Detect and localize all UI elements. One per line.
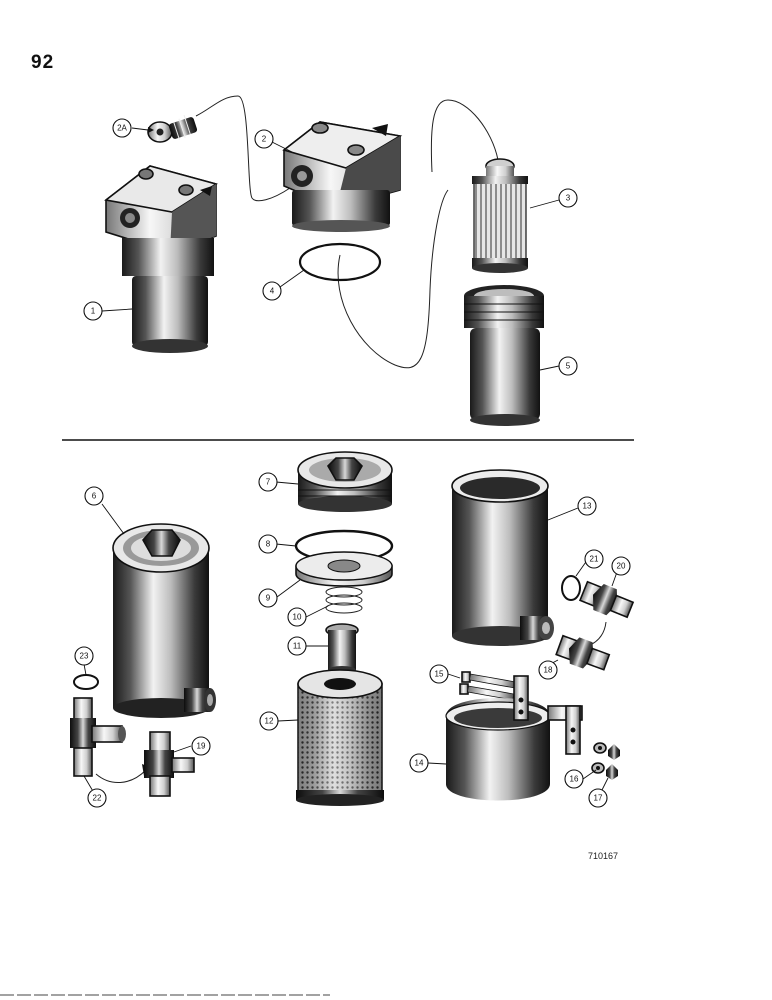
svg-text:8: 8	[266, 540, 271, 549]
callout-11: 11	[287, 636, 307, 656]
part-22-tee-fitting	[70, 697, 126, 777]
part-9-retainer-plate	[295, 551, 393, 587]
page-number: 92	[31, 52, 55, 73]
leader-20	[611, 571, 618, 587]
leader-9	[276, 579, 301, 598]
part-7-filter-cap	[297, 451, 393, 512]
figure-code: 710167	[588, 851, 619, 861]
callout-10: 10	[287, 607, 307, 627]
callout-20: 20	[611, 556, 631, 576]
part-21-o-ring	[561, 575, 581, 601]
part-10-spring	[325, 586, 363, 614]
part-6-filter-housing	[112, 523, 216, 718]
svg-text:6: 6	[92, 492, 97, 501]
callout-7: 7	[258, 472, 278, 492]
callout-4: 4	[262, 281, 282, 301]
part-2-filter-head	[282, 121, 403, 232]
leader-5	[539, 365, 560, 371]
part-23-o-ring	[73, 674, 99, 690]
part-16-17-washers-nuts	[591, 742, 620, 780]
part-2a-bleed-screw	[147, 114, 198, 143]
callout-23: 23	[74, 646, 94, 666]
part-12-filter-element	[296, 669, 384, 806]
leader-4	[279, 269, 305, 288]
svg-text:23: 23	[80, 652, 89, 661]
callout-17: 17	[588, 788, 608, 808]
callout-18: 18	[538, 660, 558, 680]
svg-text:5: 5	[566, 362, 571, 371]
part-13-housing-tube	[451, 469, 554, 646]
callout-9: 9	[258, 588, 278, 608]
leader-2a	[131, 127, 149, 131]
arrow-22-to-19	[95, 769, 147, 783]
leader-15	[447, 673, 461, 679]
svg-text:2: 2	[262, 135, 267, 144]
callout-8: 8	[258, 534, 278, 554]
callout-6: 6	[84, 486, 104, 506]
part-1-filter-assembly	[104, 165, 218, 353]
callout-3: 3	[558, 188, 578, 208]
part-4-o-ring	[298, 242, 382, 282]
leader-3	[529, 199, 560, 209]
part-19-tee-fitting	[144, 731, 195, 797]
svg-text:7: 7	[266, 478, 271, 487]
leader-13	[547, 507, 579, 521]
svg-text:21: 21	[590, 555, 599, 564]
svg-text:10: 10	[293, 613, 302, 622]
leader-7	[275, 481, 299, 485]
part-5-filter-bowl	[464, 285, 544, 426]
callout-2: 2	[254, 129, 274, 149]
svg-text:14: 14	[415, 759, 424, 768]
svg-text:2A: 2A	[117, 124, 127, 133]
leader-1	[101, 308, 133, 312]
leader-19	[173, 745, 192, 753]
routing-line-2-to-3	[430, 99, 499, 173]
svg-text:19: 19	[197, 742, 206, 751]
svg-text:1: 1	[91, 307, 96, 316]
callout-5: 5	[558, 356, 578, 376]
svg-text:15: 15	[435, 670, 444, 679]
svg-text:17: 17	[594, 794, 603, 803]
part-18-fitting	[555, 634, 611, 671]
svg-text:22: 22	[93, 794, 102, 803]
callout-19: 19	[191, 736, 211, 756]
leader-8	[275, 543, 297, 547]
part-3-filter-element	[472, 158, 528, 273]
svg-text:9: 9	[266, 594, 271, 603]
svg-text:20: 20	[617, 562, 626, 571]
leader-2	[271, 141, 293, 153]
callout-12: 12	[259, 711, 279, 731]
routing-line-2a-to-2	[195, 95, 291, 202]
svg-text:13: 13	[583, 502, 592, 511]
callout-22: 22	[87, 788, 107, 808]
svg-text:4: 4	[270, 287, 275, 296]
callout-2a: 2A	[112, 118, 132, 138]
svg-text:11: 11	[293, 642, 302, 651]
part-11-bypass-valve	[325, 623, 359, 674]
part-14-mounting-clamp	[445, 675, 583, 801]
callout-15: 15	[429, 664, 449, 684]
part-15-bolts	[459, 671, 517, 701]
callout-14: 14	[409, 753, 429, 773]
callout-16: 16	[564, 769, 584, 789]
callout-13: 13	[577, 496, 597, 516]
svg-text:18: 18	[544, 666, 553, 675]
routing-line-4-to-5	[337, 189, 449, 369]
svg-text:12: 12	[265, 717, 274, 726]
svg-text:3: 3	[566, 194, 571, 203]
leader-12	[277, 719, 299, 722]
leader-6	[101, 503, 125, 535]
leader-10	[305, 605, 329, 618]
leader-14	[427, 762, 447, 765]
part-20-fitting	[578, 580, 635, 619]
callout-21: 21	[584, 549, 604, 569]
callout-1: 1	[83, 301, 103, 321]
leader-23	[83, 663, 87, 676]
leader-16	[582, 769, 597, 780]
svg-text:16: 16	[570, 775, 579, 784]
